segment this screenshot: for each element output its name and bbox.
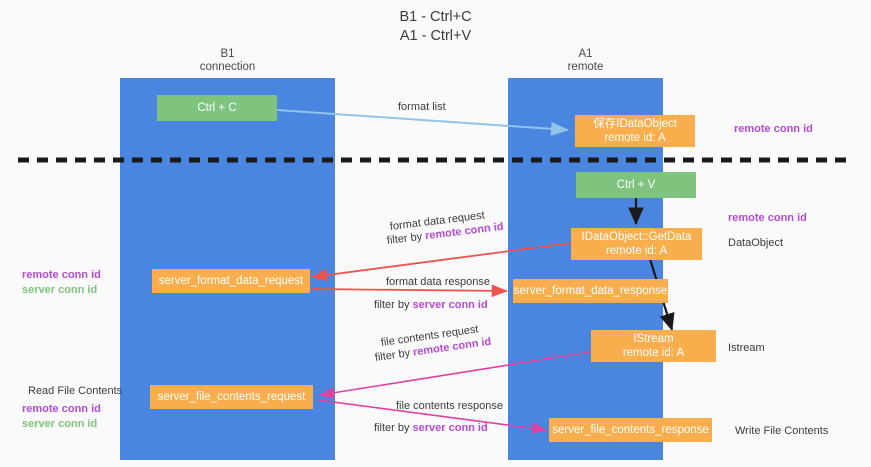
node-server-file-contents-request-label: server_file_contents_request [157,391,306,403]
node-save-idataobject-line2: remote id: A [604,132,666,144]
node-server-format-data-response-label: server_format_data_response [513,285,668,297]
edge-label-file-contents-response-filter: filter by server conn id [374,421,488,436]
node-istream[interactable]: IStream remote id: A [591,330,716,362]
left-label-read-file-contents: Read File Contents [28,385,123,397]
left-label-remote-conn-id-2: remote conn id [22,403,101,415]
filter-by-prefix: filter by [374,299,413,311]
node-ctrl-v[interactable]: Ctrl + V [576,172,696,198]
left-label-server-conn-id: server conn id [22,284,98,296]
node-ctrl-c[interactable]: Ctrl + C [157,95,277,121]
node-ctrl-v-line1: Ctrl + V [616,179,656,191]
page-title: B1 - Ctrl+C A1 - Ctrl+V [399,9,472,44]
node-save-idataobject-line1: 保存IDataObject [593,118,677,130]
edge-label-format-list: format list [398,101,446,113]
node-server-file-contents-response-label: server_file_contents_response [552,424,709,436]
filter-by-prefix: filter by [386,230,426,247]
filter-key-server-conn-id: server conn id [412,422,488,434]
node-server-format-data-response[interactable]: server_format_data_response [513,279,668,303]
node-istream-line2: remote id: A [622,347,685,359]
node-idataobject-getdata-line2: remote id: A [605,245,668,257]
right-label-remote-conn-id-top: remote conn id [734,123,813,135]
node-idataobject-getdata-line1: IDataObject::GetData [581,231,692,243]
node-save-idataobject[interactable]: 保存IDataObject remote id: A [575,115,695,147]
node-ctrl-c-line1: Ctrl + C [197,102,237,114]
right-label-write-file-contents: Write File Contents [735,425,829,437]
swimlane-header-a1: A1 remote [567,48,604,73]
right-label-remote-conn-id-mid: remote conn id [728,212,807,224]
node-istream-line1: IStream [633,333,674,345]
edge-label-format-data-response-filter: filter by server conn id [374,298,488,313]
node-server-file-contents-request[interactable]: server_file_contents_request [150,385,313,409]
swimlane-header-b1: B1 connection [199,48,256,73]
right-label-istream: Istream [728,342,765,354]
filter-by-prefix: filter by [374,422,413,434]
edge-label-format-data-response: format data response [386,276,490,288]
edge-label-file-contents-response: file contents response [396,400,504,412]
node-idataobject-getdata[interactable]: IDataObject::GetData remote id: A [571,228,702,260]
left-label-server-conn-id-2: server conn id [22,418,98,430]
node-server-format-data-request[interactable]: server_format_data_request [152,269,310,293]
left-label-remote-conn-id: remote conn id [22,269,101,281]
right-label-dataobject: DataObject [728,237,784,249]
node-server-format-data-request-label: server_format_data_request [158,275,304,287]
filter-by-prefix: filter by [374,346,414,364]
node-server-file-contents-response[interactable]: server_file_contents_response [549,418,712,442]
filter-key-server-conn-id: server conn id [412,299,488,311]
